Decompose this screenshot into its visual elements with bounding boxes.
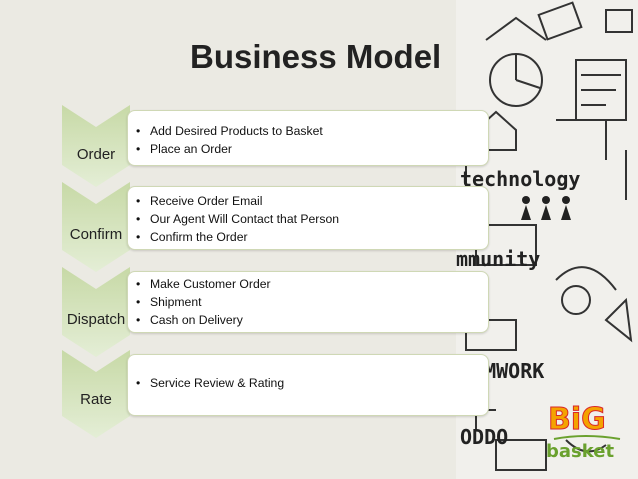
step-bullet: Receive Order Email [136, 192, 339, 210]
step-details-box: Receive Order Email Our Agent Will Conta… [127, 186, 489, 250]
bigbasket-logo: BiG basket [540, 395, 630, 467]
step-chevron-order: Order [62, 105, 130, 187]
sketch-word-community: mmunity [456, 247, 540, 271]
step-label: Confirm [62, 226, 130, 243]
step-chevron-confirm: Confirm [62, 182, 130, 272]
step-details-box: Service Review & Rating [127, 354, 489, 416]
logo-text-big: BiG [548, 402, 606, 437]
step-details-box: Add Desired Products to Basket Place an … [127, 110, 489, 166]
step-chevron-dispatch: Dispatch [62, 267, 130, 357]
step-label: Rate [62, 391, 130, 408]
sketch-word-oddo: ODDO [460, 425, 508, 449]
step-bullet: Service Review & Rating [136, 374, 284, 392]
step-bullet: Our Agent Will Contact that Person [136, 210, 339, 228]
step-bullet: Confirm the Order [136, 228, 339, 246]
step-chevron-rate: Rate [62, 350, 130, 438]
step-details-box: Make Customer Order Shipment Cash on Del… [127, 271, 489, 333]
logo-text-basket: basket [546, 441, 614, 462]
step-bullet: Add Desired Products to Basket [136, 122, 323, 140]
page-title: Business Model [190, 38, 450, 76]
step-bullet: Make Customer Order [136, 275, 271, 293]
logo-graphic: BiG basket [540, 395, 630, 467]
step-bullet: Cash on Delivery [136, 311, 271, 329]
step-bullet: Shipment [136, 293, 271, 311]
step-bullet: Place an Order [136, 140, 323, 158]
step-label: Order [62, 146, 130, 163]
step-label: Dispatch [62, 311, 130, 328]
